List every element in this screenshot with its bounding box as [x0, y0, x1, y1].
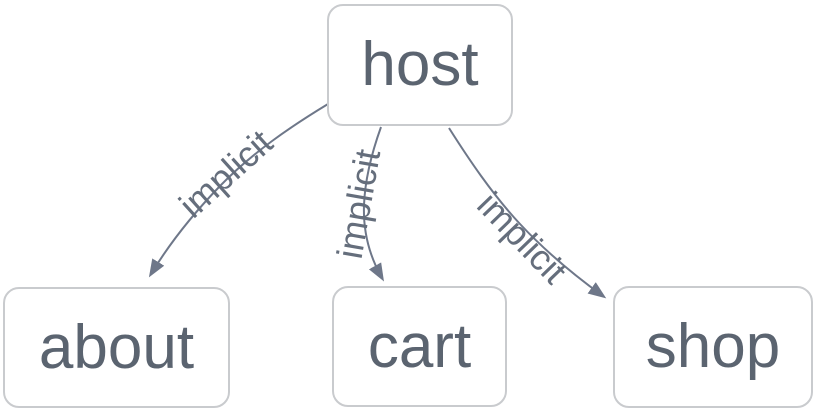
- node-host: host: [327, 4, 513, 126]
- node-shop-label: shop: [645, 312, 781, 381]
- node-shop: shop: [613, 286, 813, 408]
- edge-host-cart: [362, 126, 384, 282]
- node-cart: cart: [332, 286, 507, 407]
- edge-host-about: [148, 103, 329, 278]
- node-about-label: about: [38, 312, 195, 382]
- node-host-label: host: [361, 30, 479, 99]
- edge-host-shop: [448, 127, 607, 299]
- node-cart-label: cart: [367, 311, 472, 381]
- node-about: about: [3, 287, 230, 408]
